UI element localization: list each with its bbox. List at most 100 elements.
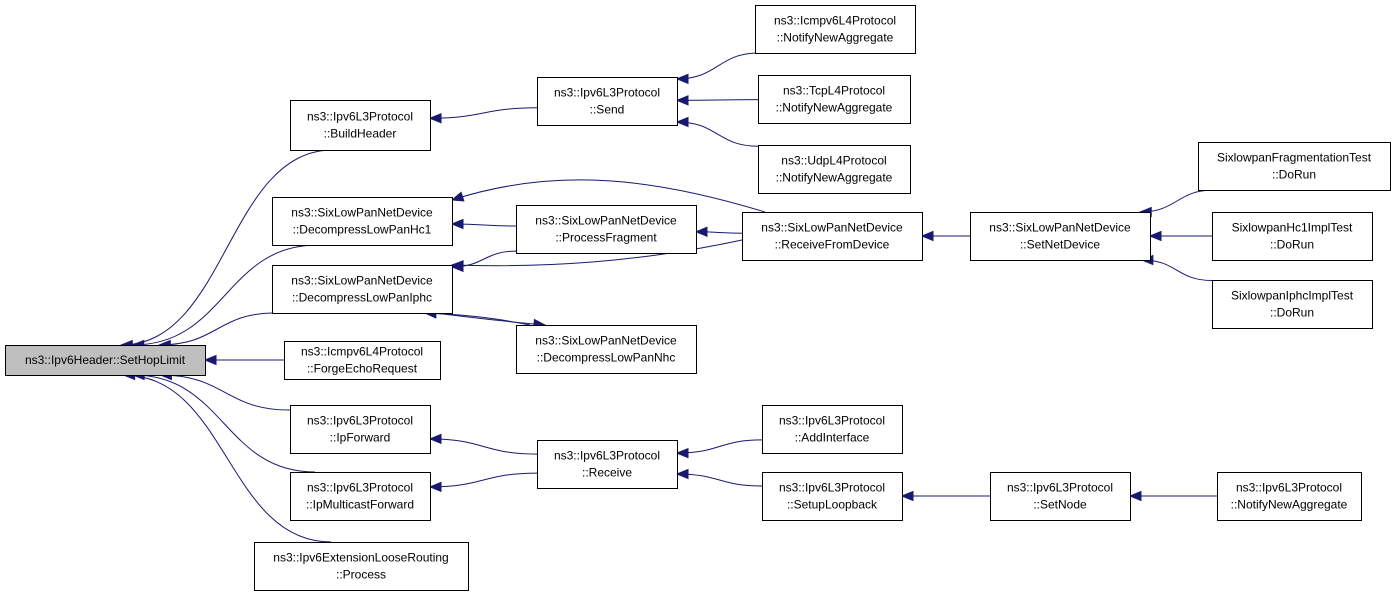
- node-label-line: ns3::Ipv6L3Protocol: [1236, 481, 1342, 495]
- edge-line: [451, 239, 743, 267]
- node-box: [284, 341, 441, 380]
- edge-iphcTest-to-setNetDev: [1140, 254, 1213, 282]
- node-box: [762, 472, 903, 521]
- node-label-line: SixlowpanFragmentationTest: [1217, 151, 1372, 165]
- arrowhead: [920, 230, 934, 242]
- node-forgeEcho[interactable]: ns3::Icmpv6L4Protocol::ForgeEchoRequest: [284, 341, 441, 380]
- node-setNetDev[interactable]: ns3::SixLowPanNetDevice::SetNetDevice: [970, 212, 1151, 261]
- node-label-line: ::DoRun: [1270, 238, 1314, 252]
- node-fragTest[interactable]: SixlowpanFragmentationTest::DoRun: [1198, 142, 1391, 191]
- node-receive[interactable]: ns3::Ipv6L3Protocol::Receive: [537, 440, 678, 489]
- node-looseRouting[interactable]: ns3::Ipv6ExtensionLooseRouting::Process: [254, 542, 469, 591]
- edge-line: [429, 472, 538, 488]
- edge-send-to-buildHeader: [428, 107, 538, 124]
- arrowhead: [428, 481, 442, 493]
- edge-ipForward-to-setHopLimit: [159, 369, 291, 411]
- edge-line: [676, 473, 763, 487]
- edge-fragTest-to-setNetDev: [1138, 189, 1214, 218]
- edge-line: [160, 374, 291, 411]
- arrowhead: [675, 447, 689, 459]
- edge-line: [676, 121, 759, 147]
- node-label-line: ::SetNode: [1033, 498, 1087, 512]
- node-label-line: ns3::Ipv6L3Protocol: [779, 414, 885, 428]
- arrowhead: [900, 490, 914, 502]
- node-label-line: ::ReceiveFromDevice: [775, 238, 890, 252]
- edge-line: [132, 244, 318, 346]
- edge-receive-to-ipForward: [428, 433, 538, 455]
- node-label-line: ns3::UdpL4Protocol: [781, 154, 886, 168]
- edge-line: [429, 438, 538, 455]
- node-label-line: ns3::SixLowPanNetDevice: [535, 334, 677, 348]
- node-ipMcast[interactable]: ns3::Ipv6L3Protocol::IpMulticastForward: [290, 472, 431, 521]
- node-box: [758, 145, 911, 194]
- edge-line: [133, 374, 316, 473]
- node-tcpNotify[interactable]: ns3::TcpL4Protocol::NotifyNewAggregate: [758, 75, 911, 124]
- node-label-line: SixlowpanIphcImplTest: [1231, 289, 1354, 303]
- node-label-line: ns3::Ipv6L3Protocol: [307, 110, 413, 124]
- edge-setupLoop-to-receive: [675, 468, 763, 487]
- edge-procFrag-to-decompHc1: [450, 218, 517, 230]
- node-label-line: ::Process: [336, 568, 386, 582]
- node-icmpNotify[interactable]: ns3::Icmpv6L4Protocol::NotifyNewAggregat…: [755, 5, 916, 54]
- node-label-line: ns3::Ipv6Header::SetHopLimit: [25, 353, 186, 367]
- arrowhead: [1128, 490, 1142, 502]
- node-setNode[interactable]: ns3::Ipv6L3Protocol::SetNode: [990, 472, 1131, 521]
- edge-decompIphc-to-setHopLimit: [157, 312, 276, 351]
- nodes-layer: ns3::Ipv6Header::SetHopLimitns3::Ipv6L3P…: [5, 5, 1391, 591]
- edge-recvFromDev-to-decompIphc: [450, 239, 743, 271]
- edge-addIface-to-receive: [675, 439, 763, 459]
- node-box: [990, 472, 1131, 521]
- edge-tcpNotify-to-send: [675, 95, 759, 106]
- node-label-line: ns3::Icmpv6L4Protocol: [774, 14, 896, 28]
- node-box: [537, 77, 678, 126]
- node-label-line: ::Send: [590, 103, 625, 117]
- node-setHopLimit[interactable]: ns3::Ipv6Header::SetHopLimit: [5, 345, 206, 376]
- node-box: [516, 205, 697, 254]
- edge-buildHeader-to-setHopLimit: [119, 149, 333, 351]
- node-hc1Test[interactable]: SixlowpanHc1ImplTest::DoRun: [1212, 212, 1373, 261]
- node-box: [970, 212, 1151, 261]
- node-udpNotify[interactable]: ns3::UdpL4Protocol::NotifyNewAggregate: [758, 145, 911, 194]
- edge-line: [434, 312, 546, 326]
- arrowhead: [428, 433, 442, 445]
- node-recvFromDev[interactable]: ns3::SixLowPanNetDevice::ReceiveFromDevi…: [742, 212, 923, 261]
- node-label-line: ::DecompressLowPanHc1: [293, 223, 432, 237]
- node-label-line: ns3::Ipv6L3Protocol: [1007, 481, 1113, 495]
- node-label-line: ::NotifyNewAggregate: [1231, 498, 1348, 512]
- node-l3Notify[interactable]: ns3::Ipv6L3Protocol::NotifyNewAggregate: [1217, 472, 1362, 521]
- arrowhead: [450, 218, 464, 230]
- node-ipForward[interactable]: ns3::Ipv6L3Protocol::IpForward: [290, 405, 431, 454]
- node-box: [5, 345, 206, 376]
- node-label-line: ns3::Ipv6L3Protocol: [554, 86, 660, 100]
- arrowhead: [675, 73, 689, 85]
- edge-line: [159, 312, 276, 346]
- node-label-line: ::SetupLoopback: [787, 498, 878, 512]
- node-label-line: ns3::SixLowPanNetDevice: [761, 221, 903, 235]
- arrowhead: [675, 95, 689, 106]
- node-setupLoop[interactable]: ns3::Ipv6L3Protocol::SetupLoopback: [762, 472, 903, 521]
- node-procFrag[interactable]: ns3::SixLowPanNetDevice::ProcessFragment: [516, 205, 697, 254]
- node-box: [1212, 280, 1373, 329]
- arrowhead: [428, 112, 442, 124]
- edge-line: [676, 52, 760, 80]
- node-iphcTest[interactable]: SixlowpanIphcImplTest::DoRun: [1212, 280, 1373, 329]
- node-decompIphc[interactable]: ns3::SixLowPanNetDevice::DecompressLowPa…: [272, 265, 453, 314]
- node-label-line: ns3::Ipv6L3Protocol: [554, 449, 660, 463]
- node-label-line: ns3::SixLowPanNetDevice: [291, 206, 433, 220]
- node-label-line: ns3::Ipv6ExtensionLooseRouting: [273, 551, 448, 565]
- node-label-line: ::DecompressLowPanIphc: [292, 291, 432, 305]
- node-label-line: ::SetNetDevice: [1020, 238, 1100, 252]
- edge-recvFromDev-to-procFrag: [694, 226, 743, 238]
- node-decompHc1[interactable]: ns3::SixLowPanNetDevice::DecompressLowPa…: [272, 197, 453, 246]
- node-label-line: ::NotifyNewAggregate: [776, 171, 893, 185]
- node-send[interactable]: ns3::Ipv6L3Protocol::Send: [537, 77, 678, 126]
- node-decompNhc[interactable]: ns3::SixLowPanNetDevice::DecompressLowPa…: [516, 325, 697, 374]
- node-label-line: ns3::Ipv6L3Protocol: [307, 414, 413, 428]
- node-addIface[interactable]: ns3::Ipv6L3Protocol::AddInterface: [762, 405, 903, 454]
- node-box: [272, 265, 453, 314]
- node-buildHeader[interactable]: ns3::Ipv6L3Protocol::BuildHeader: [290, 100, 431, 151]
- node-box: [762, 405, 903, 454]
- node-box: [1217, 472, 1362, 521]
- edge-receive-to-ipMcast: [428, 472, 538, 493]
